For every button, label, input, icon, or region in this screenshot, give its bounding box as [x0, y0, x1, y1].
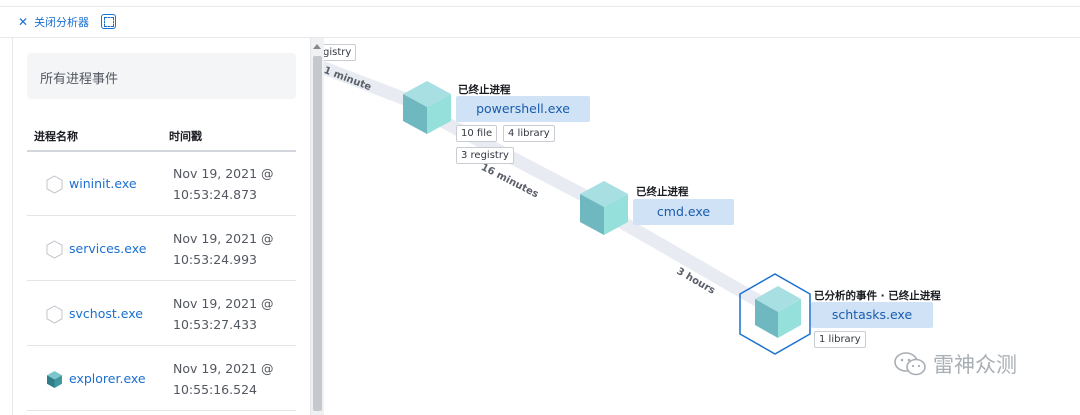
node-pill[interactable]: 1 library [814, 331, 866, 348]
table-row[interactable]: svchost.exe Nov 19, 2021 @ 10:53:27.433 [27, 281, 296, 346]
cmd-node-cube-icon[interactable] [580, 181, 628, 235]
process-name-link[interactable]: svchost.exe [69, 306, 143, 321]
scroll-thumb[interactable] [313, 56, 322, 411]
close-icon: ✕ [18, 15, 29, 29]
process-graph[interactable]: gistry 1 minute 16 minutes 3 hours 已终止进程… [324, 38, 1080, 415]
process-events-panel: 所有进程事件 进程名称 时间戳 wininit.exe Nov 19, 2021… [12, 38, 310, 415]
registry-pill[interactable]: gistry [324, 44, 357, 61]
panel-scrollbar[interactable] [310, 38, 324, 415]
graph-edges [324, 61, 811, 355]
process-name-link[interactable]: explorer.exe [69, 371, 146, 386]
table-row[interactable]: wininit.exe Nov 19, 2021 @ 10:53:24.873 [27, 151, 296, 216]
close-analyzer-button[interactable]: ✕ 关闭分析器 [18, 14, 89, 30]
table-row[interactable]: services.exe Nov 19, 2021 @ 10:53:24.993 [27, 216, 296, 281]
process-name-link[interactable]: wininit.exe [69, 176, 137, 191]
process-hexagon-icon [46, 305, 63, 324]
panel-title: 所有进程事件 [40, 72, 119, 87]
process-timestamp: Nov 19, 2021 @ 10:53:24.993 [173, 231, 274, 267]
node-state-label: 已分析的事件 · 已终止进程 [814, 290, 941, 302]
header-divider [27, 150, 296, 152]
fullscreen-icon[interactable] [101, 14, 116, 29]
node-pill[interactable]: 3 registry [456, 147, 514, 164]
process-timestamp: Nov 19, 2021 @ 10:53:27.433 [173, 296, 274, 332]
node-name-cmd[interactable]: cmd.exe [633, 199, 734, 225]
process-timestamp: Nov 19, 2021 @ 10:53:24.873 [173, 166, 274, 202]
node-name-schtasks[interactable]: schtasks.exe [811, 302, 933, 328]
process-timestamp: Nov 19, 2021 @ 10:55:16.524 [173, 361, 274, 397]
scroll-up-arrow-icon[interactable] [313, 44, 321, 49]
selected-node-outline [739, 273, 811, 355]
process-hexagon-icon [46, 240, 63, 259]
watermark-text: 雷神众测 [933, 353, 1017, 377]
close-analyzer-label: 关闭分析器 [34, 16, 90, 29]
panel-title-box: 所有进程事件 [27, 53, 296, 99]
column-header-process-name: 进程名称 [34, 130, 78, 143]
node-pill[interactable]: 4 library [503, 125, 555, 142]
watermark: 雷神众测 [893, 349, 1017, 379]
analyzer-toolbar: ✕ 关闭分析器 [0, 0, 1080, 38]
wechat-icon [894, 352, 926, 376]
node-state-label: 已终止进程 [636, 186, 689, 198]
schtasks-node-cube-icon[interactable] [755, 286, 801, 338]
table-row[interactable]: explorer.exe Nov 19, 2021 @ 10:55:16.524 [27, 346, 296, 411]
node-pill[interactable]: 10 file [456, 125, 498, 142]
process-name-link[interactable]: services.exe [69, 241, 147, 256]
node-name-powershell[interactable]: powershell.exe [456, 96, 590, 122]
column-header-timestamp: 时间戳 [169, 130, 202, 143]
node-state-label: 已终止进程 [458, 84, 511, 96]
edge-line [599, 206, 781, 317]
process-cube-icon [47, 371, 62, 388]
toolbar-divider [0, 6, 1080, 7]
powershell-node-cube-icon[interactable] [403, 81, 451, 134]
process-hexagon-icon [46, 175, 63, 194]
